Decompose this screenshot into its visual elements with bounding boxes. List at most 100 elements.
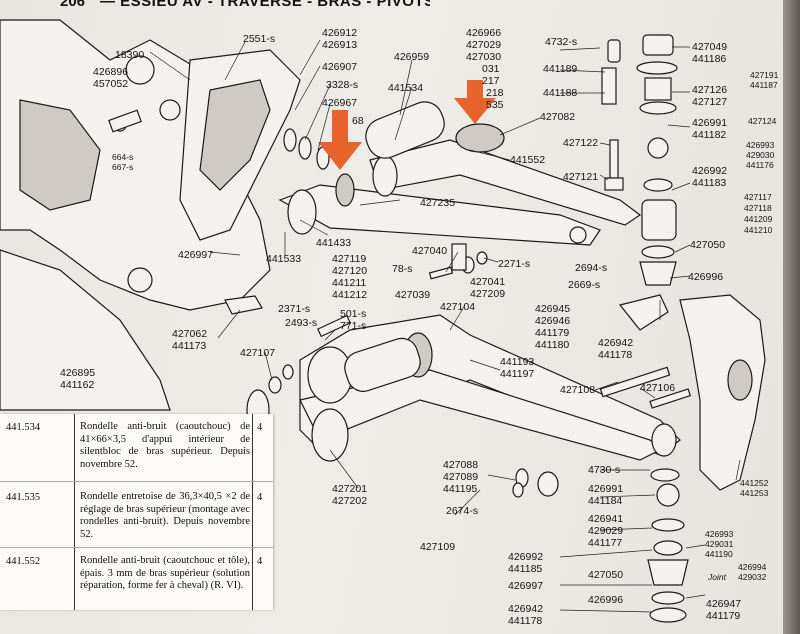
part-label: 427235 bbox=[420, 197, 455, 209]
part-label: 426945 bbox=[535, 303, 570, 315]
part-label: 4730-s bbox=[588, 464, 620, 476]
part-label: 441189 bbox=[543, 63, 577, 75]
part-label: 426996 bbox=[688, 271, 723, 283]
part-label: 426942 bbox=[598, 337, 633, 349]
part-label: 427104 bbox=[440, 301, 475, 313]
row-divider bbox=[0, 481, 273, 482]
part-label: 426896 bbox=[93, 66, 128, 78]
part-label: 427209 bbox=[470, 288, 505, 300]
table-row: 441.534 Rondelle anti-bruit (caoutchouc)… bbox=[0, 418, 273, 482]
part-label: 441211 bbox=[332, 277, 366, 289]
part-label: 218 bbox=[486, 87, 504, 99]
part-label: 441178 bbox=[508, 615, 542, 627]
part-label: 426991 bbox=[588, 483, 623, 495]
part-label: 427120 bbox=[332, 265, 367, 277]
part-label: 427050 bbox=[588, 569, 623, 581]
part-label: 441162 bbox=[60, 379, 94, 391]
part-label: 441533 bbox=[266, 253, 301, 265]
part-label: 427049 bbox=[692, 41, 727, 53]
part-label: 429030 bbox=[746, 150, 775, 160]
part-label: 217 bbox=[482, 75, 500, 87]
part-label: 427082 bbox=[540, 111, 575, 123]
part-label: 426895 bbox=[60, 367, 95, 379]
part-label: 426913 bbox=[322, 39, 357, 51]
part-label: 2493-s bbox=[285, 317, 317, 329]
part-label: 535 bbox=[486, 99, 504, 111]
ref-code: 441.535 bbox=[6, 492, 41, 503]
part-label: 031 bbox=[482, 63, 500, 75]
part-label: 441185 bbox=[508, 563, 542, 575]
highlight-arrows bbox=[318, 80, 496, 170]
part-label: 426993 bbox=[705, 529, 734, 539]
part-label: 429029 bbox=[588, 525, 623, 537]
column-divider bbox=[74, 414, 75, 610]
kingpin-stack-drawing bbox=[268, 34, 766, 623]
part-label: 441433 bbox=[316, 237, 351, 249]
part-label: 441178 bbox=[598, 349, 632, 361]
part-label: 427089 bbox=[443, 471, 478, 483]
part-label: 771-s bbox=[340, 320, 366, 332]
leader-lines bbox=[149, 39, 741, 613]
part-label: 3328-s bbox=[326, 79, 358, 91]
lower-arm-drawing bbox=[246, 314, 681, 462]
part-label: 441180 bbox=[535, 339, 569, 351]
part-label: 427122 bbox=[563, 137, 598, 149]
table-row: 441.552 Rondelle anti-bruit (caoutchouc … bbox=[0, 552, 273, 616]
parts-reference-table: 441.534 Rondelle anti-bruit (caoutchouc)… bbox=[0, 414, 273, 610]
part-label: 426996 bbox=[588, 594, 623, 606]
page-number: 206 bbox=[60, 0, 86, 10]
part-label: 441182 bbox=[692, 129, 726, 141]
part-label: 441534 bbox=[388, 82, 423, 94]
part-label: 426992 bbox=[692, 165, 727, 177]
page-title: — ESSIEU AV - TRAVERSE - BRAS - PIVOTS bbox=[100, 0, 430, 10]
part-label: 426907 bbox=[322, 61, 357, 73]
part-label: 427127 bbox=[692, 96, 727, 108]
part-label: 429031 bbox=[705, 539, 734, 549]
part-label: 2371-s bbox=[278, 303, 310, 315]
arrow-mark bbox=[318, 110, 362, 170]
ref-quantity: 4 bbox=[257, 556, 263, 567]
ref-code: 441.552 bbox=[6, 556, 41, 567]
part-label: 441183 bbox=[692, 177, 726, 189]
part-label: 441179 bbox=[706, 610, 740, 622]
part-label: 426947 bbox=[706, 598, 741, 610]
part-label: 427202 bbox=[332, 495, 367, 507]
part-label: 664-s bbox=[112, 152, 133, 162]
part-label: 427050 bbox=[690, 239, 725, 251]
part-label: 441253 bbox=[740, 488, 769, 498]
part-label: 2669-s bbox=[568, 279, 600, 291]
part-label: 426997 bbox=[508, 580, 543, 592]
part-label: 2551-s bbox=[243, 33, 275, 45]
part-label: 441190 bbox=[705, 549, 733, 559]
part-label: 441209 bbox=[744, 214, 773, 224]
part-label: 427106 bbox=[640, 382, 675, 394]
part-label: 427126 bbox=[692, 84, 727, 96]
part-label: 441193 bbox=[500, 356, 534, 368]
part-label: 78-s bbox=[392, 263, 412, 275]
part-label: 2674-s bbox=[446, 505, 478, 517]
part-label: 426997 bbox=[178, 249, 213, 261]
part-label: 429032 bbox=[738, 572, 767, 582]
part-label: 427108 bbox=[560, 384, 595, 396]
part-label: 427201 bbox=[332, 483, 367, 495]
ref-description: Rondelle anti-bruit (caoutchouc et tôle)… bbox=[80, 555, 250, 591]
part-label: 427117 bbox=[744, 192, 772, 202]
part-label: 426946 bbox=[535, 315, 570, 327]
part-label: 427030 bbox=[466, 51, 501, 63]
part-label: 426941 bbox=[588, 513, 623, 525]
part-label: 2271-s bbox=[498, 258, 530, 270]
part-label: 427191 bbox=[750, 70, 779, 80]
part-label: 441210 bbox=[744, 225, 773, 235]
part-label: 441173 bbox=[172, 340, 206, 352]
part-label: Joint bbox=[707, 572, 727, 582]
part-label: 427119 bbox=[332, 253, 366, 265]
part-label: 426942 bbox=[508, 603, 543, 615]
part-label: 441195 bbox=[443, 483, 477, 495]
part-label: 426991 bbox=[692, 117, 727, 129]
part-label: 441186 bbox=[692, 53, 726, 65]
ref-code: 441.534 bbox=[6, 422, 41, 433]
part-label: 457052 bbox=[93, 78, 128, 90]
part-label: 426959 bbox=[394, 51, 429, 63]
